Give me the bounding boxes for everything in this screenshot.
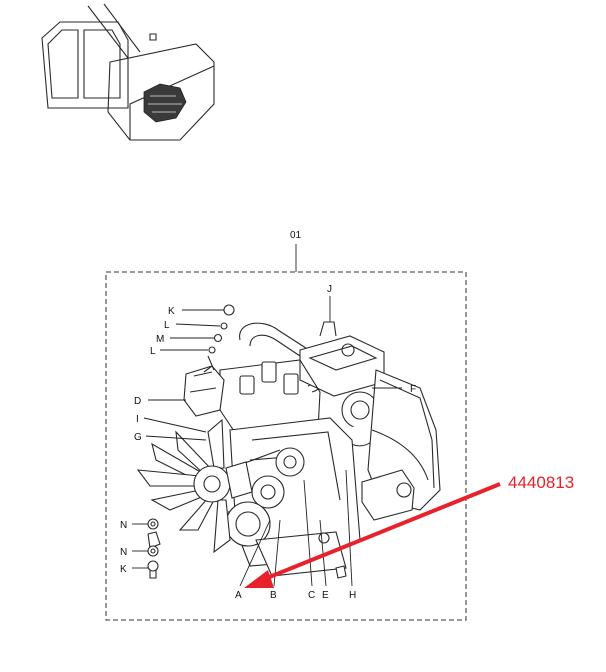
callout-N-1: N (120, 520, 127, 531)
callout-G: G (134, 432, 142, 443)
callout-L-2: L (150, 346, 156, 357)
callout-H: H (349, 590, 356, 601)
fan-icon (136, 418, 231, 554)
callout-B: B (270, 590, 277, 601)
highlight-arrow (244, 482, 501, 588)
engine-drawing (136, 304, 441, 579)
callout-K-bottom: K (120, 564, 127, 575)
callout-E: E (322, 590, 329, 601)
assembly-boundary (105, 271, 467, 621)
part-number-label: 4440813 (508, 473, 574, 492)
callout-J: J (327, 284, 332, 295)
callout-N-2: N (120, 547, 127, 558)
callout-C: C (308, 590, 315, 601)
callout-M: M (156, 334, 164, 345)
engine-highlight-icon (143, 83, 187, 123)
callout-L-1: L (164, 320, 170, 331)
callout-A: A (235, 590, 242, 601)
excavator-thumbnail (41, 3, 215, 141)
callout-I: I (136, 414, 139, 425)
callout-D: D (134, 396, 141, 407)
callout-leaders (132, 296, 402, 587)
callout-K-top: K (168, 306, 175, 317)
callout-F: F (410, 384, 416, 395)
assembly-number: 01 (290, 230, 302, 241)
